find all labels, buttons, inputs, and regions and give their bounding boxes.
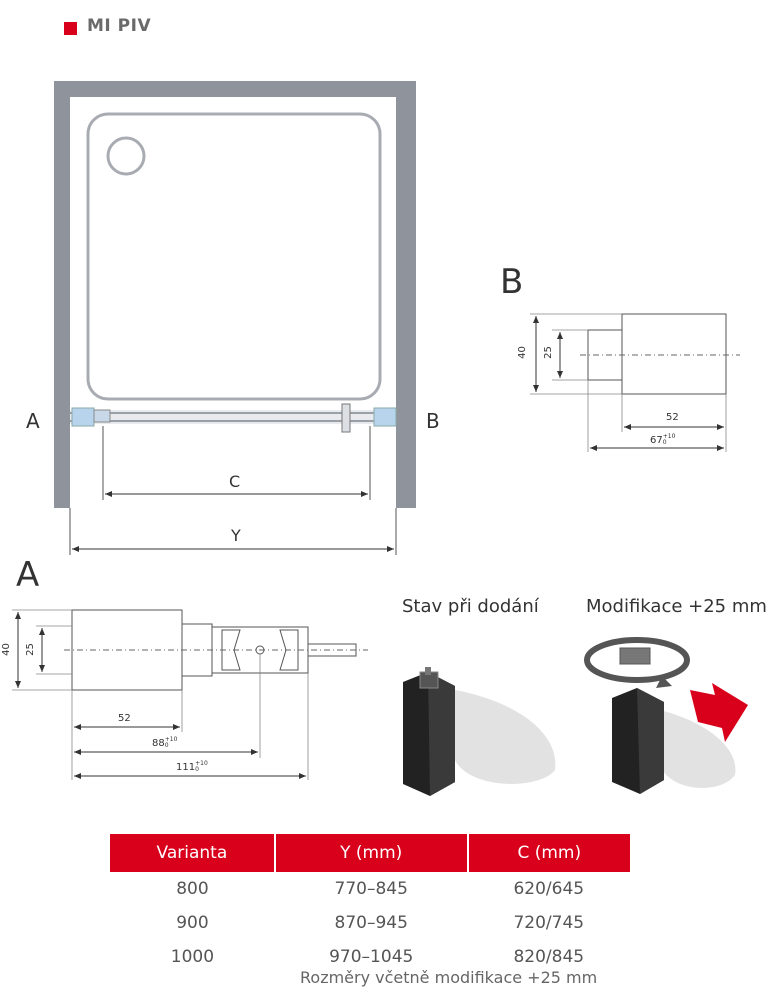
cell-c: 620/645 bbox=[513, 879, 585, 899]
cell-y: 870–945 bbox=[334, 913, 408, 933]
label-y: Y bbox=[231, 526, 241, 545]
modification-illustration bbox=[584, 637, 748, 794]
cell-varianta: 1000 bbox=[170, 947, 215, 967]
detail-a-dim-25: 25 bbox=[24, 643, 36, 656]
cell-varianta: 900 bbox=[176, 913, 209, 933]
label-a: A bbox=[26, 409, 40, 433]
cell-varianta: 800 bbox=[176, 879, 209, 899]
detail-b bbox=[530, 313, 740, 452]
detail-a-dim-52: 52 bbox=[118, 713, 131, 724]
page-title: MI PIV bbox=[87, 16, 152, 36]
header-y: Y (mm) bbox=[273, 834, 468, 872]
dimensions-table: Varianta Y (mm) C (mm) 800 770–845 620/6… bbox=[110, 834, 630, 974]
delivery-illustration bbox=[403, 667, 556, 796]
cell-y: 970–1045 bbox=[329, 947, 414, 967]
shower-tray bbox=[86, 112, 382, 401]
header-varianta: Varianta bbox=[110, 834, 275, 872]
detail-b-dim-52: 52 bbox=[666, 412, 679, 423]
label-b: B bbox=[426, 409, 440, 433]
profile-a bbox=[71, 407, 95, 427]
title-marker bbox=[64, 22, 77, 35]
detail-b-dim-25: 25 bbox=[542, 346, 554, 359]
modification-caption: Modifikace +25 mm bbox=[586, 596, 767, 617]
profile-b bbox=[373, 407, 397, 427]
header-c: C (mm) bbox=[466, 834, 630, 872]
label-c: C bbox=[229, 472, 241, 491]
detail-a-dim-40: 40 bbox=[0, 643, 12, 656]
table-header-row: Varianta Y (mm) C (mm) bbox=[110, 834, 630, 872]
door-handle bbox=[341, 403, 351, 433]
detail-b-title: B bbox=[500, 262, 524, 302]
detail-b-dim-40: 40 bbox=[516, 346, 528, 359]
drain-icon bbox=[106, 136, 146, 176]
cell-c: 820/845 bbox=[513, 947, 585, 967]
table-note: Rozměry včetně modifikace +25 mm bbox=[300, 968, 598, 987]
cell-y: 770–845 bbox=[334, 879, 408, 899]
table-row: 800 770–845 620/645 bbox=[110, 872, 630, 906]
cell-c: 720/745 bbox=[513, 913, 585, 933]
table-row: 1000 970–1045 820/845 bbox=[110, 940, 630, 974]
arrow-icon bbox=[690, 683, 748, 742]
detail-a bbox=[12, 609, 368, 780]
plan-view bbox=[54, 81, 416, 555]
table-row: 900 870–945 720/745 bbox=[110, 906, 630, 940]
detail-a-title: A bbox=[16, 555, 40, 595]
delivery-caption: Stav při dodání bbox=[402, 596, 539, 617]
